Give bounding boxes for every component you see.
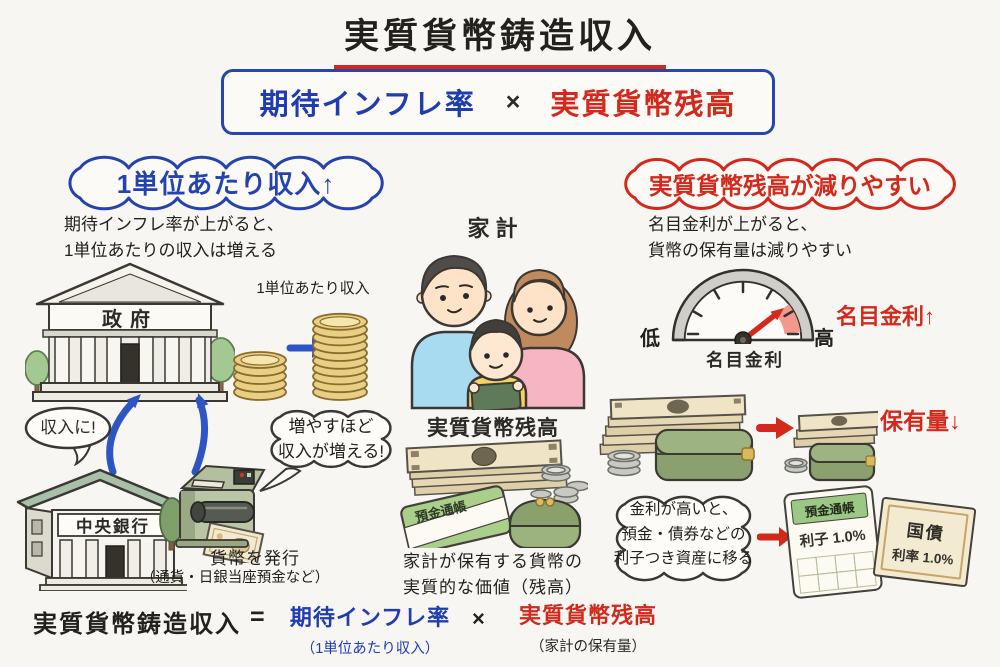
equation-term1-block: 期待インフレ率 （1単位あたり収入）: [288, 600, 452, 658]
wallet-icon: [808, 442, 876, 482]
income-speech-bubble: [24, 406, 112, 466]
columns: [54, 336, 206, 384]
transfer-speech-bubble: [615, 495, 752, 582]
wallet-icon: [654, 428, 755, 482]
gauge-ticks: [686, 281, 800, 336]
left-description-line1: 期待インフレ率が上がると、: [64, 215, 284, 234]
central-bank-label: 中央銀行: [76, 518, 150, 536]
wallet-icon: [470, 381, 522, 410]
feedback-arrows: [106, 393, 209, 476]
door: [120, 343, 140, 384]
passbook-grid: [796, 550, 877, 594]
government-label: 政府: [102, 308, 158, 331]
more-bubble-line1: 増やすほど: [288, 416, 374, 436]
equation-term1-sub: （1単位あたり収入）: [300, 641, 440, 657]
roller: [190, 501, 255, 523]
right-description-line1: 名目金利が上がると、: [648, 215, 818, 234]
coin-icons: [784, 457, 808, 474]
holdings-comparison-illustration: [599, 394, 878, 482]
equation-term2-sub: （家計の保有量）: [530, 639, 646, 655]
equation-term1: 期待インフレ率: [289, 605, 451, 630]
issue-caption-line1: 貨幣を発行: [210, 549, 300, 568]
center-caption-line2: 実質的な価値（残高）: [403, 577, 583, 597]
right-badge-cloud: [624, 158, 956, 210]
family-illustration: [410, 254, 586, 410]
center-caption: 家計が保有する貨幣の 実質的な価値（残高）: [392, 549, 594, 600]
formula-times: ×: [505, 87, 521, 116]
child-figure: [466, 318, 528, 410]
left-description: 期待インフレ率が上がると、 1単位あたりの収入は増える: [64, 212, 284, 265]
right-description: 名目金利が上がると、 貨幣の保有量は減りやすい: [648, 212, 852, 265]
up-arrow-icon: [106, 394, 141, 476]
page-title-wrap: 実質貨幣鋳造収入: [0, 8, 1000, 69]
formula-box: 期待インフレ率 × 実質貨幣残高: [221, 69, 775, 135]
gauge-label: 名目金利: [706, 350, 784, 370]
balance-label: 実質貨幣残高: [427, 417, 559, 440]
income-bubble-label: 収入に!: [40, 417, 96, 437]
interest-gauge-illustration: [671, 268, 815, 344]
coins-growth-illustration: [233, 312, 368, 401]
transfer-bubble-label: 金利が高いと、 預金・債券などの 利子つき資産に移る: [601, 484, 766, 586]
left-badge-cloud: [68, 155, 384, 211]
more-bubble-label: 増やすほど 収入が増える!: [256, 400, 406, 478]
equation-lhs: 実質貨幣鋳造収入: [33, 611, 241, 638]
transfer-bubble-line2: 預金・債券などの: [621, 525, 746, 543]
transfer-bubble-line3: 利子つき資産に移る: [613, 550, 754, 568]
money-pile-illustration: 預金通帳: [400, 439, 588, 548]
passbook-card-title: 預金通帳: [790, 492, 869, 526]
left-description-line2: 1単位あたりの収入は増える: [64, 241, 277, 261]
coin-stack-large: [312, 312, 368, 401]
columns: [59, 539, 167, 579]
passbook-icon: 預金通帳: [400, 485, 512, 548]
coins-growth-label: 1単位あたり収入: [256, 280, 370, 297]
formula-term1: 期待インフレ率: [259, 89, 476, 121]
equation-term2-block: 実質貨幣残高 （家計の保有量）: [512, 598, 664, 656]
right-description-line2: 貨幣の保有量は減りやすい: [648, 241, 852, 261]
household-label: 家計: [467, 216, 524, 241]
passbook-card: 預金通帳 利子 1.0%: [782, 484, 884, 600]
right-badge-label: 実質貨幣残高が減りやすい: [649, 173, 931, 199]
equation-term2: 実質貨幣残高: [518, 603, 657, 628]
transfer-arrow-icon: [757, 527, 792, 547]
coin-icons: [607, 449, 641, 477]
coin-stack-small: [233, 351, 287, 401]
coin-icons: [530, 464, 588, 504]
decrease-arrow-icon: [756, 417, 794, 439]
passbook-card-rate: 利子 1.0%: [798, 527, 867, 551]
holdings-annotation: 保有量↓: [880, 408, 961, 434]
more-speech-bubble: [259, 409, 392, 492]
issue-caption-line2: （通貨・日銀当座預金など）: [140, 570, 330, 586]
banknote-stack: [405, 439, 568, 496]
equation-times: ×: [472, 606, 485, 631]
page-title: 実質貨幣鋳造収入: [333, 8, 666, 69]
bond-card: 国債 利率 1.0%: [872, 496, 977, 588]
mother-figure: [500, 268, 586, 410]
equation-equals: =: [250, 603, 265, 631]
central-bank-illustration: [16, 468, 187, 591]
more-bubble-line2: 収入が増える!: [277, 442, 385, 461]
purse-icon: [508, 497, 582, 548]
gauge-annotation: 名目金利↑: [836, 304, 936, 329]
money-small-group: [793, 410, 878, 449]
center-caption-line1: 家計が保有する貨幣の: [403, 552, 583, 571]
formula-term2: 実質貨幣残高: [550, 89, 737, 121]
gauge-high-label: 高: [814, 328, 834, 350]
money-printer-illustration: [175, 464, 266, 563]
transfer-bubble-line1: 金利が高いと、: [629, 500, 738, 518]
left-badge-label: 1単位あたり収入↑: [116, 168, 336, 199]
up-arrow-icon: [191, 393, 209, 476]
gauge-low-label: 低: [640, 328, 660, 350]
government-building-illustration: [25, 262, 235, 402]
red-zone: [776, 304, 801, 335]
